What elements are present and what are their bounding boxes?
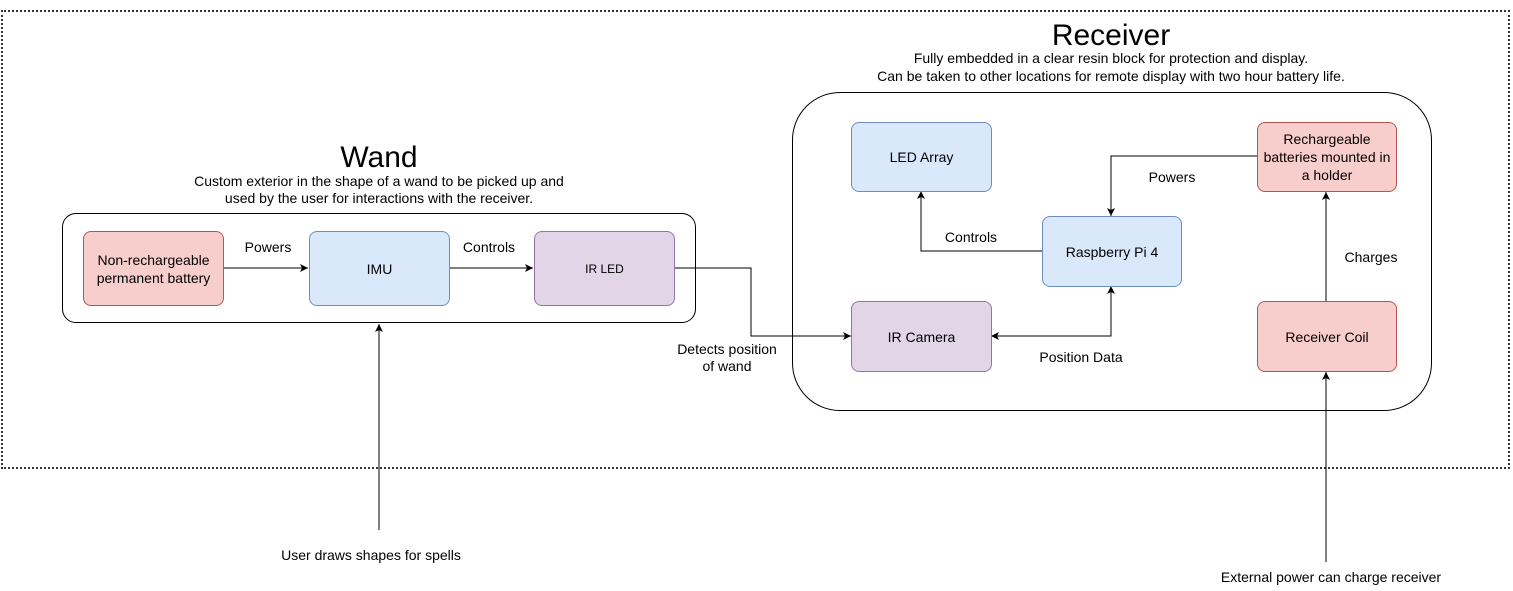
edge-label-powers-imu: Powers [244, 239, 292, 255]
edge-label-charges: Charges [1344, 249, 1398, 265]
battery-node: Non-rechargeable permanent battery [83, 231, 224, 306]
led-array-node: LED Array [851, 122, 992, 192]
external-power-label: External power can charge receiver [1220, 569, 1442, 585]
wand-description-line1: Custom exterior in the shape of a wand t… [194, 173, 564, 189]
ir-camera-node: IR Camera [851, 301, 992, 372]
edge-label-powers-pi: Powers [1148, 169, 1196, 185]
wand-title: Wand [340, 141, 418, 174]
receiver-coil-node: Receiver Coil [1257, 301, 1397, 372]
edge-irled-camera [673, 267, 851, 340]
system-boundary [1, 10, 1510, 469]
edge-camera-pi [991, 286, 1115, 340]
edge-pi-ledarray [917, 191, 1042, 252]
imu-node: IMU [309, 231, 450, 306]
rechargeable-batteries-node: Rechargeable batteries mounted in a hold… [1257, 122, 1397, 192]
edge-label-position-data: Position Data [1039, 349, 1123, 365]
wand-description-line2: used by the user for interactions with t… [224, 190, 534, 206]
edge-rechargeable-pi [1107, 155, 1257, 216]
edge-label-detects-line2: of wand [702, 358, 752, 374]
receiver-description-line1: Fully embedded in a clear resin block fo… [913, 50, 1309, 66]
raspberry-pi-node: Raspberry Pi 4 [1042, 216, 1182, 287]
edge-label-controls-led: Controls [944, 229, 998, 245]
user-input-label: User draws shapes for spells [281, 547, 461, 563]
edge-label-controls-irled: Controls [462, 239, 516, 255]
receiver-description-line2: Can be taken to other locations for remo… [877, 68, 1345, 84]
ir-led-node: IR LED [534, 231, 675, 306]
receiver-title: Receiver [1051, 19, 1171, 52]
edge-label-detects-line1: Detects position [677, 341, 777, 357]
